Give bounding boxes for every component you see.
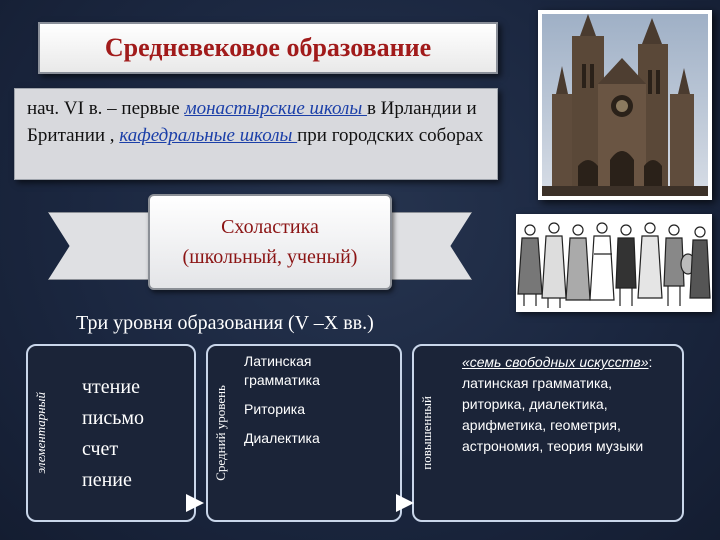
ribbon-line-2: (школьный, ученый) [182, 246, 358, 268]
arrow-right-icon [186, 494, 204, 512]
seven-liberal-arts: «семь свободных искусств» [462, 354, 649, 370]
title-box: Средневековое образование [38, 22, 498, 74]
ribbon-line-1: Схоластика [221, 216, 319, 238]
list-item: грамматика [244, 372, 320, 388]
level-advanced-label-wrap: повышенный [414, 346, 440, 520]
cathedral-schools-link: кафедральные школы [119, 125, 298, 146]
intro-text-2: в Ирландии и Британии , [27, 98, 477, 146]
levels-heading: Три уровня образования (V –X вв.) [76, 312, 374, 334]
list-item: Латинская [244, 353, 312, 369]
list-item: счет [82, 438, 119, 460]
list-item: Риторика [244, 401, 306, 417]
level-middle-label: Средний уровень [213, 385, 228, 481]
cathedral-icon [542, 14, 708, 196]
level-elementary-panel: элементарный чтение письмо счет пение [26, 344, 196, 522]
level-elementary-label-wrap: элементарный [28, 346, 54, 520]
cathedral-image [538, 10, 712, 200]
monastic-schools-link: монастырские школы [184, 98, 367, 119]
advanced-subjects: : латинская грамматика, риторика, диалек… [462, 354, 653, 454]
list-item: Диалектика [244, 430, 320, 446]
intro-text-1: нач. VI в. – первые [27, 98, 185, 119]
arrow-right-icon [396, 494, 414, 512]
list-item: пение [82, 469, 132, 491]
level-elementary-label: элементарный [33, 392, 48, 474]
page-title: Средневековое образование [104, 33, 432, 62]
medieval-figures-image [516, 214, 712, 312]
level-advanced-label: повышенный [419, 396, 434, 470]
level-middle-label-wrap: Средний уровень [208, 346, 234, 520]
intro-text-3: при городских соборах [297, 125, 484, 146]
middle-list: Латинская грамматика Риторика Диалектика [244, 352, 320, 448]
level-advanced-panel: повышенный «семь свободных искусств»: ла… [412, 344, 684, 522]
advanced-text: «семь свободных искусств»: латинская гра… [462, 352, 676, 457]
medieval-figures-icon [516, 214, 712, 312]
elementary-list: чтение письмо счет пение [82, 372, 144, 496]
level-middle-panel: Средний уровень Латинская грамматика Рит… [206, 344, 402, 522]
intro-box: нач. VI в. – первые монастырские школы в… [14, 88, 498, 180]
scholasticism-ribbon: Схоластика (школьный, ученый) [148, 194, 392, 290]
list-item: письмо [82, 407, 145, 429]
list-item: чтение [82, 376, 140, 398]
